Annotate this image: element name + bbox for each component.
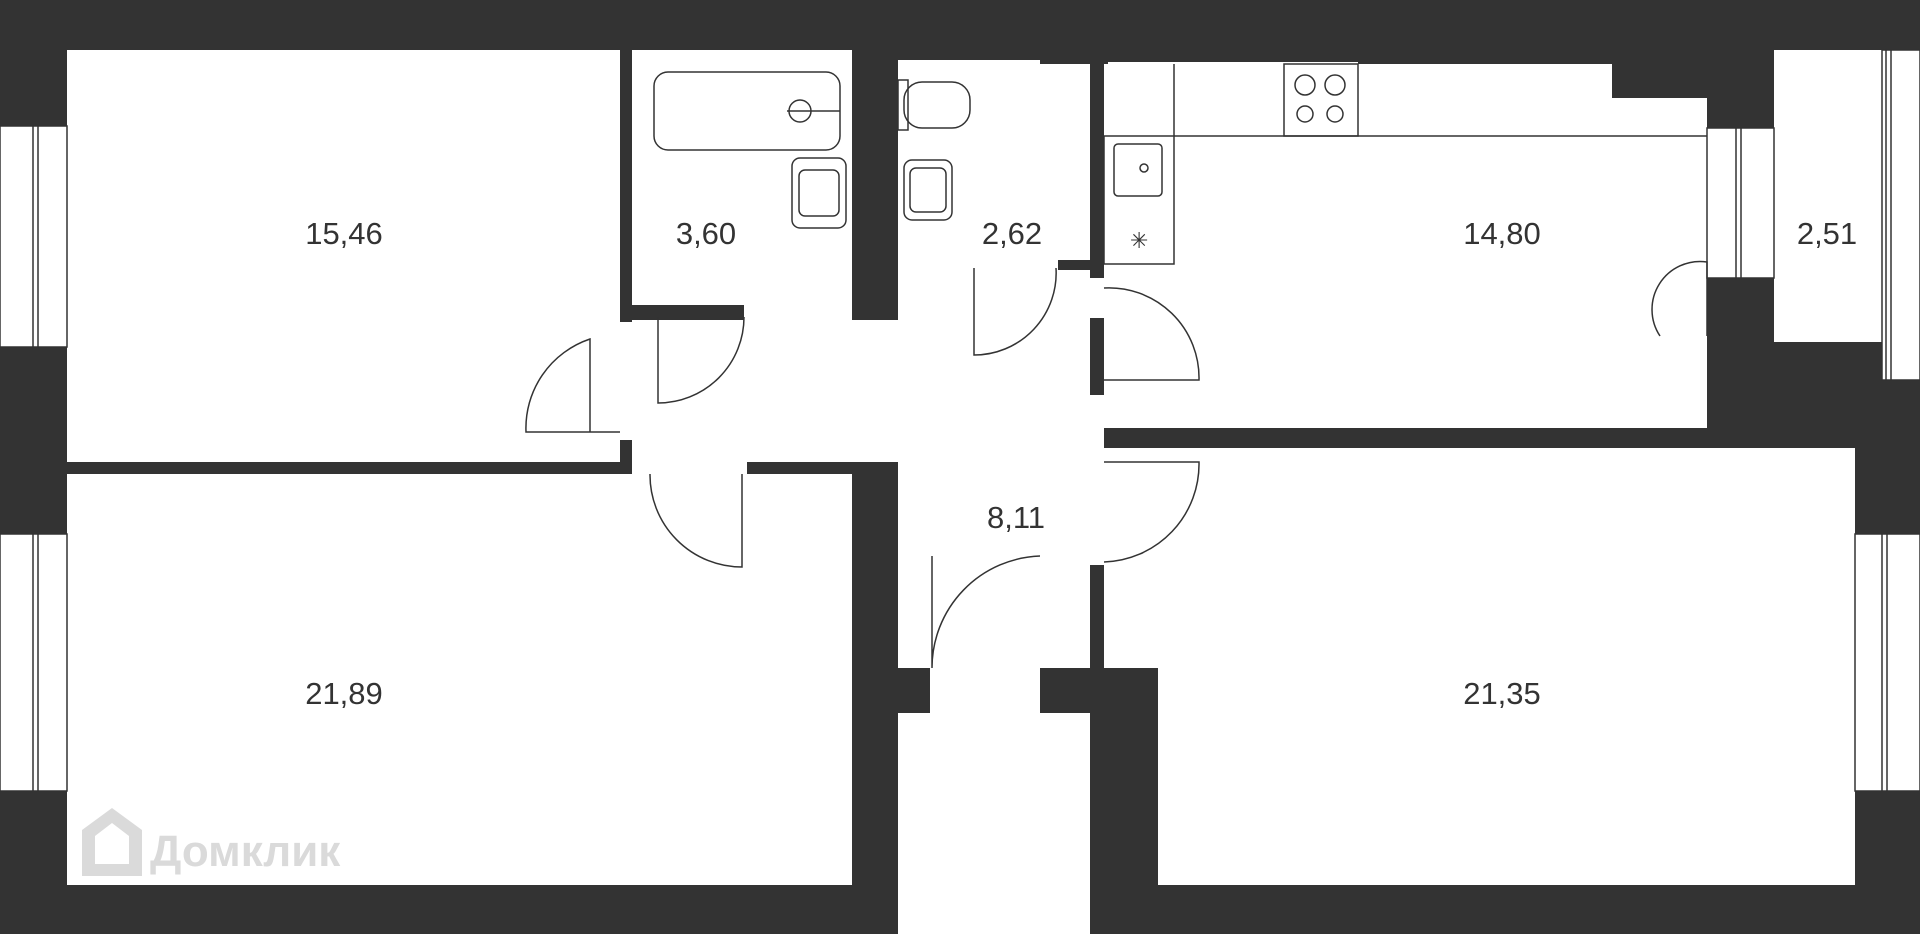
area-hallway: 8,11: [987, 500, 1045, 535]
watermark-text: Домклик: [150, 827, 341, 876]
kitchen-sink-icon: [1113, 143, 1163, 197]
area-living-room: 21,35: [1463, 676, 1541, 711]
stove-icon: [1283, 63, 1359, 137]
fixtures: ✳: [653, 63, 1707, 265]
door-kitchen: [1103, 287, 1200, 381]
door-bedroom-bottom-left: [649, 473, 743, 568]
fan-icon: ✳: [1130, 229, 1148, 254]
door-balcony: [1651, 260, 1708, 337]
floors: [67, 50, 1855, 934]
area-bathroom: 3,60: [676, 216, 736, 251]
area-toilet: 2,62: [982, 216, 1042, 251]
area-balcony: 2,51: [1797, 216, 1857, 251]
walls-overlay: [67, 50, 1920, 885]
area-kitchen: 14,80: [1463, 216, 1541, 251]
window-balcony: [1881, 49, 1920, 381]
area-bedroom-bottom-left: 21,89: [305, 676, 383, 711]
door-bedroom-top-left: [525, 337, 620, 433]
toilet-sink-icon: [903, 159, 953, 221]
door-bathroom: [657, 316, 745, 404]
watermark: Домклик: [82, 808, 341, 876]
room-labels: 15,46 3,60 2,62 14,80 2,51 8,11 21,89 21…: [305, 216, 1857, 711]
bath-sink-icon: [791, 157, 847, 229]
door-entrance: [931, 555, 1041, 669]
house-logo-icon: [82, 808, 142, 876]
doors: [525, 260, 1708, 669]
door-toilet: [973, 267, 1057, 356]
area-bedroom-top-left: 15,46: [305, 216, 383, 251]
toilet-icon: [903, 81, 971, 129]
door-living-room: [1103, 461, 1200, 563]
windows: [0, 49, 1920, 792]
kitchen-counter: [1103, 135, 1175, 265]
